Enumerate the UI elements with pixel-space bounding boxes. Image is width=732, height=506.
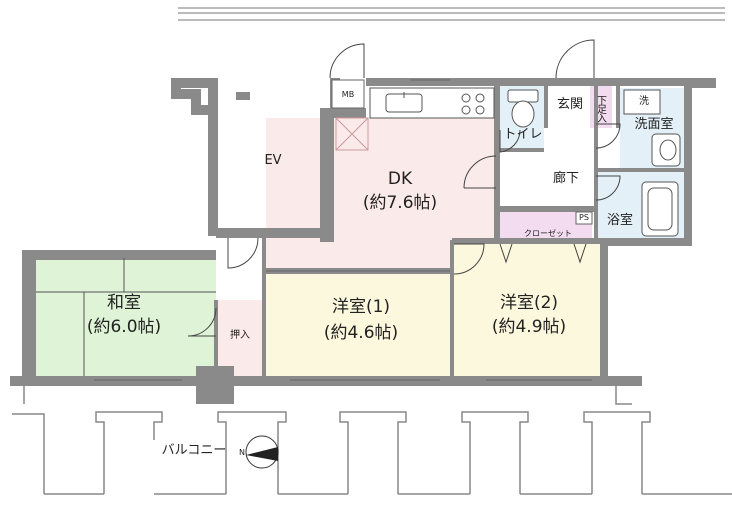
- yoshitsu2-size: (約4.9帖): [491, 317, 567, 337]
- dk-size: (約7.6帖): [362, 193, 438, 213]
- senmen-label: 洗面室: [634, 117, 674, 132]
- genkan-label: 玄関: [556, 97, 583, 112]
- yoshitsu1-floor: [266, 274, 452, 376]
- door-swings: [187, 39, 621, 337]
- washer-box: [623, 89, 661, 115]
- sen-label: 洗: [639, 96, 649, 107]
- washitsu-name: 和室: [107, 293, 141, 313]
- tatami-lines: [36, 258, 216, 376]
- bathtub: [641, 181, 679, 237]
- yokushitsu-label: 浴室: [606, 213, 633, 228]
- balcony-label: バルコニー: [161, 443, 227, 458]
- oshiire-floor: [216, 300, 264, 376]
- balcony-structure: [12, 384, 732, 495]
- yoshitsu1-name: 洋室(1): [331, 297, 391, 317]
- shoes-label: 下足入: [594, 94, 606, 122]
- compass-label: N: [239, 448, 245, 457]
- washitsu-floor: [36, 258, 216, 376]
- ev-shaft-outline: [171, 78, 216, 115]
- yoshitsu2-name: 洋室(2): [499, 293, 559, 313]
- fridge-space: [335, 117, 369, 151]
- corner-pillar-left: [236, 92, 250, 100]
- ps-box: [575, 211, 593, 225]
- toilet-label: トイレ: [503, 127, 543, 142]
- compass-icon: [245, 435, 279, 469]
- exterior-top-lines: [178, 7, 725, 21]
- yoshitsu1-size: (約4.6帖): [323, 323, 399, 343]
- mb-box: [331, 79, 365, 109]
- mb-label: MB: [341, 90, 355, 99]
- washitsu-size: (約6.0帖): [86, 317, 162, 337]
- dk-name: DK: [387, 169, 413, 189]
- oshiire-label: 押入: [230, 330, 250, 341]
- rouka-label: 廊下: [552, 171, 579, 186]
- ev-label: EV: [264, 153, 282, 168]
- yoshitsu2-floor: [454, 244, 604, 376]
- kitchen-counter: [369, 87, 495, 119]
- sliding-doors: [94, 79, 592, 381]
- ps-label: PS: [579, 213, 589, 222]
- dk-floor-lower: [266, 236, 452, 270]
- washbasin: [651, 133, 681, 167]
- closet-markers: [499, 243, 587, 264]
- toilet-fixture: [507, 89, 539, 128]
- closet-label: クローゼット: [524, 229, 572, 238]
